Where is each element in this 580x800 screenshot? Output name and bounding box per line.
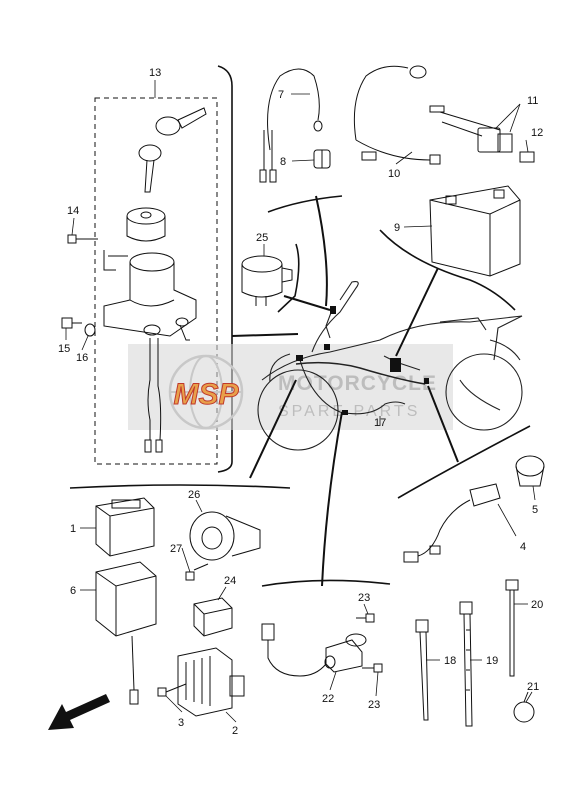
callout-24: 24 [224,575,236,587]
sensor-lead-4 [403,483,501,563]
callout-15: 15 [58,343,70,355]
callout-numbers: 13 14 15 16 7 8 11 12 10 9 25 17 1 26 27… [58,67,543,737]
bolt-3 [157,683,187,697]
key-icon [138,107,207,193]
watermark-logo: MSP [173,378,239,411]
pickup-coil-26 [189,511,261,561]
starter-relay-11 [429,105,513,153]
main-switch-dashed-box [94,97,218,465]
callout-19: 19 [486,655,498,667]
bolt-icons [61,234,98,337]
watermark-line2: SPARE PARTS [278,403,420,420]
motorcycle-outline [257,281,523,451]
callout-3: 3 [178,717,184,729]
harness-connectors [296,306,429,415]
callout-6: 6 [70,585,76,597]
switch-cylinder-icon [126,207,166,242]
cable-ties [415,579,519,727]
screw-27 [185,563,209,581]
rubber-boot-5 [515,455,545,487]
relay-25 [241,255,293,306]
callout-22: 22 [322,693,334,705]
callout-8: 8 [280,156,286,168]
callout-23-top: 23 [358,592,370,604]
callout-leaders [65,80,536,723]
front-direction-arrow-icon [48,694,110,730]
main-switch-assembly [103,107,207,453]
callout-2: 2 [232,725,238,737]
callout-26: 26 [188,489,200,501]
callout-18: 18 [444,655,456,667]
rectifier-2 [177,647,245,717]
callout-23-bottom: 23 [368,699,380,711]
group-outlines [69,65,531,587]
callout-1: 1 [70,523,76,535]
callout-14: 14 [67,205,79,217]
callout-9: 9 [394,222,400,234]
fuse-12 [519,151,535,163]
sensor-22 [261,623,367,677]
callout-10: 10 [388,168,400,180]
callout-13: 13 [149,67,161,79]
callout-17: 17 [374,417,386,429]
callout-5: 5 [532,504,538,516]
watermark: MSP MOTORCYCLE SPARE PARTS [128,344,453,430]
rubber-cap-8 [313,149,331,169]
callout-21: 21 [527,681,539,693]
control-unit-6 [95,561,157,705]
callout-11: 11 [527,95,538,107]
callout-7: 7 [278,89,284,101]
clamp-21 [513,691,535,723]
callout-27: 27 [170,543,182,555]
callout-20: 20 [531,599,543,611]
callout-4: 4 [520,541,526,553]
wire-lead-7 [259,68,323,183]
battery-leads-10 [353,65,441,165]
screws-23 [356,613,383,673]
switch-body-icon [103,250,197,341]
watermark-line1: MOTORCYCLE [278,372,437,395]
relay-24 [193,597,233,637]
callout-12: 12 [531,127,543,139]
callout-25: 25 [256,232,268,244]
battery-icon [429,185,521,277]
cdi-unit-1 [95,497,155,557]
callout-16: 16 [76,352,88,364]
leader-lines [231,195,459,587]
